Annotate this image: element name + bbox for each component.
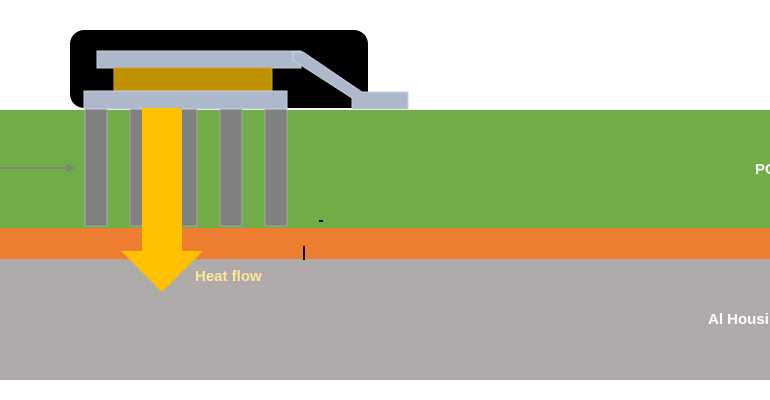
thermal-via — [264, 107, 288, 227]
tick-mark — [303, 246, 305, 260]
housing-label: Al Housi — [708, 311, 769, 328]
thermal-via — [84, 107, 108, 227]
exposed-pad — [83, 90, 288, 110]
pcb-label: PC — [755, 161, 770, 178]
housing-layer — [0, 259, 770, 380]
thermal-interface-layer — [0, 228, 770, 259]
die — [113, 67, 273, 92]
package-lead — [292, 51, 409, 110]
thermal-via — [219, 107, 243, 227]
pcb-layer — [0, 110, 770, 228]
tick-mark — [319, 220, 323, 222]
heat-flow-arrow — [121, 108, 203, 292]
heat-flow-label: Heat flow — [195, 268, 262, 285]
leadframe-top — [96, 50, 302, 69]
